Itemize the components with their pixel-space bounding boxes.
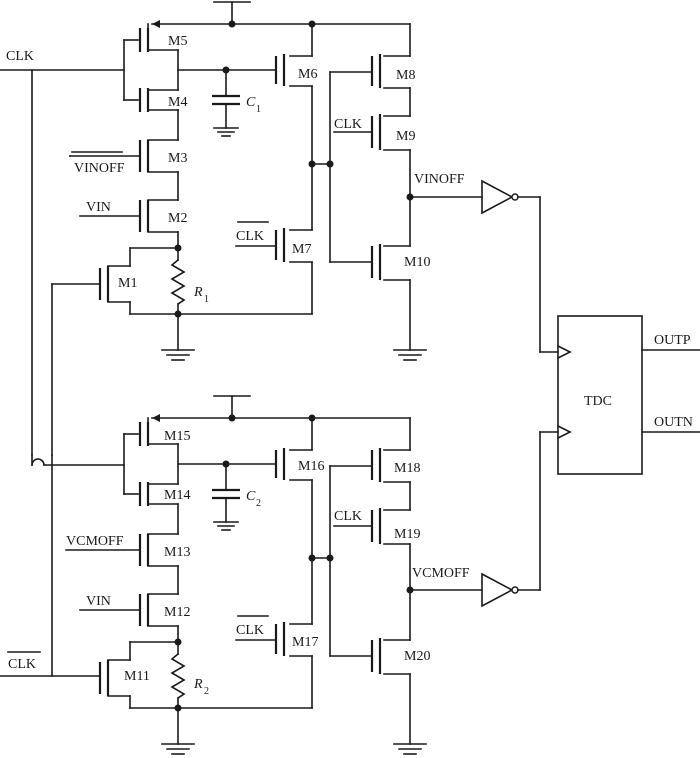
tdc-label: TDC bbox=[584, 394, 612, 409]
m9-label: M9 bbox=[396, 129, 415, 144]
vcmoff-node-label: VCMOFF bbox=[412, 566, 470, 581]
vdd-supply-lower bbox=[213, 395, 251, 419]
m5-label: M5 bbox=[168, 34, 187, 49]
vdd-supply-upper bbox=[213, 1, 251, 25]
m19-gate-label: CLK bbox=[334, 509, 362, 524]
m16-label: M16 bbox=[298, 459, 324, 474]
m7-gate-label: CLK bbox=[236, 229, 264, 244]
r1-label: R bbox=[193, 285, 203, 300]
m19-label: M19 bbox=[394, 527, 420, 542]
vinoff-node-label: VINOFF bbox=[414, 172, 465, 187]
clk-bar-input-label: CLK bbox=[8, 657, 36, 672]
lower-comparator: M15 M14 C 2 VCMOFF M13 VIN M12 bbox=[0, 395, 559, 755]
m11-label: M11 bbox=[124, 669, 150, 684]
c1-subscript: 1 bbox=[256, 104, 261, 115]
m6-label: M6 bbox=[298, 67, 317, 82]
vin-input-label: VIN bbox=[86, 200, 111, 215]
r2-subscript: 2 bbox=[204, 686, 209, 697]
m20-label: M20 bbox=[404, 649, 430, 664]
m9-gate-label: CLK bbox=[334, 117, 362, 132]
m8-label: M8 bbox=[396, 68, 415, 83]
m17-gate-label: CLK bbox=[236, 623, 264, 638]
m10-label: M10 bbox=[404, 255, 430, 270]
vin-lower-input-label: VIN bbox=[86, 594, 111, 609]
m12-label: M12 bbox=[164, 605, 190, 620]
inverter-lower bbox=[481, 572, 514, 608]
tdc-block: TDC OUTP OUTN bbox=[556, 315, 700, 475]
m15-label: M15 bbox=[164, 429, 190, 444]
m2-label: M2 bbox=[168, 211, 187, 226]
c2-subscript: 2 bbox=[256, 498, 261, 509]
m7-label: M7 bbox=[292, 242, 311, 257]
r1-subscript: 1 bbox=[204, 294, 209, 305]
m14-label: M14 bbox=[164, 488, 190, 503]
m1-label: M1 bbox=[118, 276, 137, 291]
vcmoff-input-label: VCMOFF bbox=[66, 534, 124, 549]
vinoff-input-label: VINOFF bbox=[74, 161, 125, 176]
arrow-icon bbox=[152, 20, 160, 28]
clk-input-label: CLK bbox=[6, 49, 34, 64]
c1-label: C bbox=[246, 95, 256, 110]
resistor-r1 bbox=[170, 258, 186, 306]
outp-label: OUTP bbox=[654, 333, 691, 348]
m3-label: M3 bbox=[168, 151, 187, 166]
m18-label: M18 bbox=[394, 461, 420, 476]
outn-label: OUTN bbox=[654, 415, 693, 430]
clock-input-triangle-icon bbox=[556, 424, 572, 440]
r2-label: R bbox=[193, 677, 203, 692]
upper-comparator: CLK M5 M4 C 1 bbox=[0, 1, 559, 456]
c2-label: C bbox=[246, 489, 256, 504]
arrow-icon bbox=[152, 414, 160, 422]
resistor-r2 bbox=[170, 652, 186, 700]
tdc-box bbox=[557, 315, 643, 475]
inverter-upper bbox=[481, 179, 514, 215]
m13-label: M13 bbox=[164, 545, 190, 560]
clock-input-triangle-icon bbox=[556, 344, 572, 360]
m4-label: M4 bbox=[168, 95, 187, 110]
m17-label: M17 bbox=[292, 635, 318, 650]
